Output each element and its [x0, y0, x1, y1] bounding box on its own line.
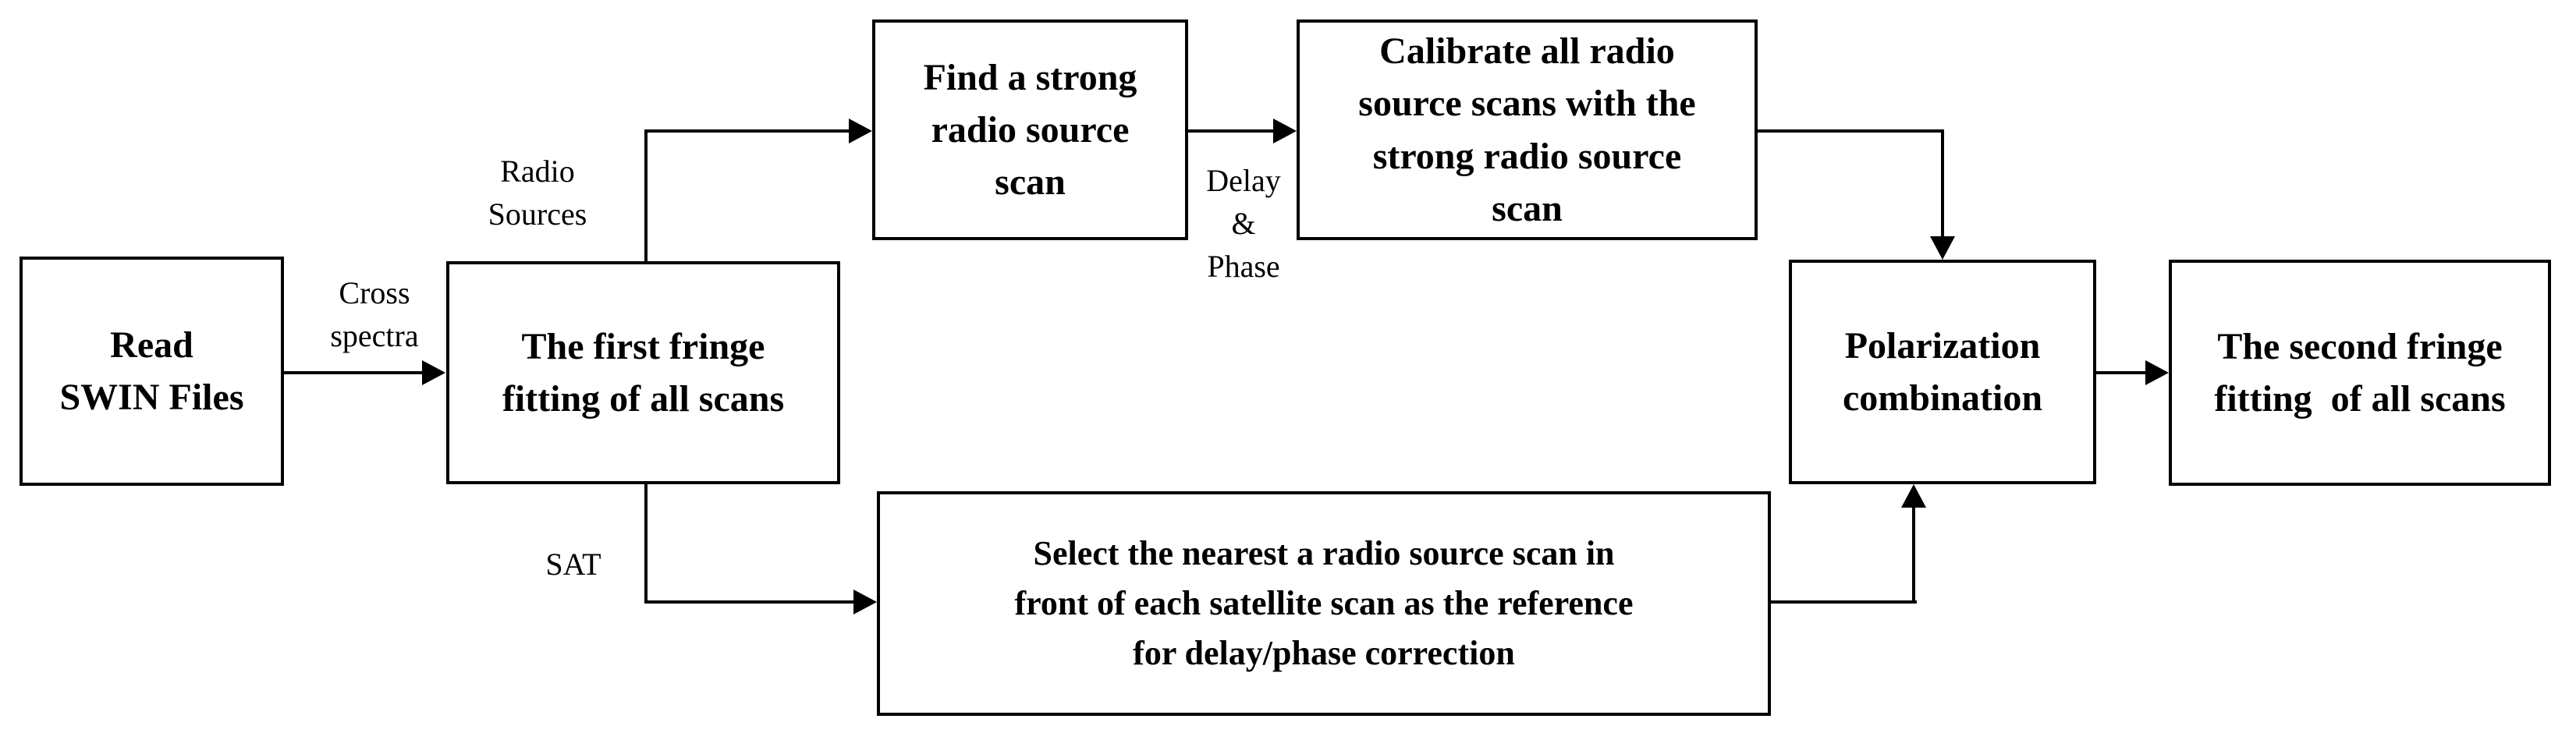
node-first-fringe-fitting: The first fringe fitting of all scans	[446, 261, 840, 484]
edge-calibrate-to-polarization-horizontal-line	[1758, 129, 1944, 133]
edge-label-cross-spectra: Cross spectra	[330, 275, 419, 354]
edge-polarization-to-second-fringe-line	[2096, 371, 2145, 374]
edge-select-to-polarization-vertical-line	[1912, 508, 1915, 604]
node-second-fringe-fitting: The second fringe fitting of all scans	[2169, 260, 2551, 486]
node-first-fringe-fitting-label: The first fringe fitting of all scans	[502, 325, 785, 420]
node-select-nearest-radio-source-scan-label: Select the nearest a radio source scan i…	[1014, 534, 1634, 672]
edge-sat-arrowhead-right-icon	[853, 590, 877, 614]
node-second-fringe-fitting-label: The second fringe fitting of all scans	[2214, 325, 2506, 420]
node-read-swin-files-label: Read SWIN Files	[59, 324, 244, 418]
edge-radio-sources-horizontal-line	[644, 129, 849, 133]
edge-radio-sources-vertical-line	[644, 129, 648, 261]
node-polarization-combination-label: Polarization combination	[1842, 324, 2043, 419]
edge-calibrate-to-polarization-vertical-line	[1941, 129, 1944, 236]
edge-cross-spectra-line	[284, 371, 422, 374]
edge-calibrate-to-polarization-arrowhead-down-icon	[1930, 236, 1955, 260]
edge-radio-sources-arrowhead-right-icon	[849, 119, 872, 143]
node-read-swin-files: Read SWIN Files	[20, 257, 284, 486]
edge-select-to-polarization-horizontal-line	[1771, 600, 1917, 604]
node-select-nearest-radio-source-scan: Select the nearest a radio source scan i…	[877, 491, 1771, 716]
edge-delay-phase-arrowhead-right-icon	[1273, 119, 1297, 143]
edge-delay-phase-line	[1188, 129, 1273, 133]
edge-select-to-polarization-arrowhead-up-icon	[1901, 484, 1926, 508]
node-find-strong-radio-source-scan-label: Find a strong radio source scan	[923, 56, 1137, 204]
edge-polarization-to-second-fringe-arrowhead-right-icon	[2145, 360, 2169, 385]
node-polarization-combination: Polarization combination	[1789, 260, 2096, 484]
edge-label-delay-phase: Delay & Phase	[1206, 163, 1281, 285]
edge-sat-horizontal-line	[644, 600, 856, 604]
node-calibrate-radio-source-scans-label: Calibrate all radio source scans with th…	[1358, 30, 1696, 229]
node-find-strong-radio-source-scan: Find a strong radio source scan	[872, 19, 1188, 240]
edge-sat-vertical-line	[644, 484, 648, 604]
node-calibrate-radio-source-scans: Calibrate all radio source scans with th…	[1297, 19, 1758, 240]
edge-label-radio-sources: Radio Sources	[488, 154, 587, 232]
edge-cross-spectra-arrowhead-right-icon	[422, 360, 445, 385]
edge-label-sat: SAT	[545, 547, 601, 582]
